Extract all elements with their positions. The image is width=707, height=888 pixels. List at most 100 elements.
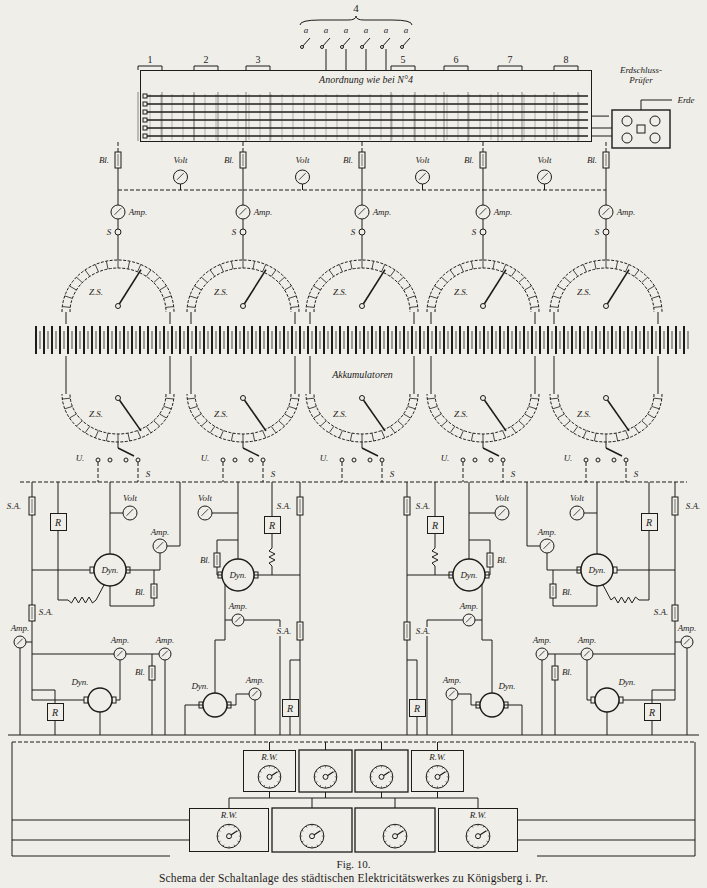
switch-terminal — [501, 458, 505, 462]
meter-needle — [603, 208, 610, 215]
node-text: R.W. — [219, 811, 240, 821]
wire — [295, 312, 296, 324]
cell-contact — [525, 414, 532, 418]
battery-cell — [571, 326, 573, 354]
dial-tick — [314, 776, 316, 777]
meter-symbol — [198, 506, 212, 520]
switch-lever — [483, 270, 506, 306]
wire — [548, 654, 581, 655]
node-text: R.W. — [427, 753, 448, 763]
battery-cell — [344, 331, 345, 349]
lever-pivot — [241, 304, 246, 309]
wire — [535, 312, 536, 324]
cell-contact — [195, 414, 202, 418]
switch-terminal — [240, 229, 246, 235]
battery-cell — [547, 326, 549, 354]
wire — [675, 482, 676, 497]
battery-cell — [587, 326, 589, 354]
panel-grid — [246, 92, 247, 141]
wire — [606, 442, 607, 448]
dial-tick — [234, 845, 235, 847]
wire — [437, 742, 438, 750]
wire — [310, 312, 311, 324]
cell-contact — [291, 306, 299, 308]
wire — [170, 356, 171, 394]
panel-grid — [491, 94, 492, 140]
meter-symbol — [249, 688, 261, 700]
wire — [118, 442, 119, 448]
wire — [180, 184, 181, 190]
wire — [243, 219, 244, 229]
dial-tick — [223, 826, 224, 828]
wire — [126, 553, 160, 570]
cell-contact — [362, 434, 363, 442]
dynamo-label: Dyn. — [70, 678, 89, 687]
panel-number: 3 — [255, 55, 262, 65]
battery-cell — [552, 331, 553, 349]
wire — [243, 168, 244, 205]
panel-grid — [381, 94, 382, 140]
cell-contact — [210, 270, 215, 276]
tester-lamp — [622, 116, 632, 126]
dial-hub — [267, 774, 272, 779]
meter-needle — [359, 208, 366, 215]
group-number: 4 — [352, 3, 360, 14]
fuse-label: Bl. — [199, 556, 211, 565]
battery-cell — [643, 326, 645, 354]
dial-tick — [278, 782, 280, 783]
dial-tick — [229, 824, 230, 826]
cell-contact — [253, 261, 255, 269]
switch-terminal — [352, 458, 356, 462]
cell-contact — [289, 406, 297, 408]
dial-tick — [468, 830, 470, 831]
regulator-box: R — [427, 516, 444, 534]
meter-symbol — [476, 205, 490, 219]
switch-label: S — [471, 228, 478, 237]
switch-blade — [483, 448, 499, 456]
dial-tick — [376, 767, 377, 769]
wire — [272, 566, 273, 575]
battery-cell — [595, 326, 597, 354]
battery-cell — [315, 326, 317, 354]
cell-contact — [329, 426, 334, 432]
cell-contact — [309, 406, 317, 408]
dial-tick — [437, 766, 438, 768]
battery-cell — [536, 331, 537, 349]
terminal — [341, 46, 344, 49]
wire — [504, 705, 522, 735]
wire — [518, 820, 695, 821]
dial-tick — [260, 771, 262, 772]
wire — [535, 356, 536, 394]
ammeter-label: Amp. — [537, 528, 558, 537]
battery-cell — [392, 331, 393, 349]
fuse-symbol — [29, 605, 35, 621]
dial-tick — [300, 836, 302, 837]
wire — [118, 235, 119, 260]
cell-contact — [648, 414, 655, 418]
accumulator-band: Akkumulatoren — [30, 318, 695, 388]
fuse-label: Bl. — [134, 588, 146, 597]
battery-cell — [43, 326, 45, 354]
dial-tick — [312, 846, 313, 848]
terminal — [321, 46, 324, 49]
ammeter-label: Amp. — [155, 636, 176, 645]
battery-cell — [512, 331, 513, 349]
battery-cell — [584, 331, 585, 349]
dial-tick — [386, 785, 387, 787]
panel-grid — [414, 94, 415, 140]
cell-contact — [195, 286, 202, 290]
dial-tick — [483, 845, 484, 847]
dial-tick — [447, 776, 449, 777]
battery-cell — [96, 331, 97, 349]
panel-grid — [194, 94, 195, 140]
cell-contact — [573, 426, 578, 432]
battery-cell — [64, 331, 65, 349]
cell-switch-arc — [187, 260, 299, 312]
dial-tick — [432, 785, 433, 787]
battery-cell — [640, 331, 641, 349]
panel-grid — [392, 94, 393, 140]
wire — [547, 553, 581, 570]
battery-cell — [616, 331, 617, 349]
cell-contact — [404, 414, 411, 418]
